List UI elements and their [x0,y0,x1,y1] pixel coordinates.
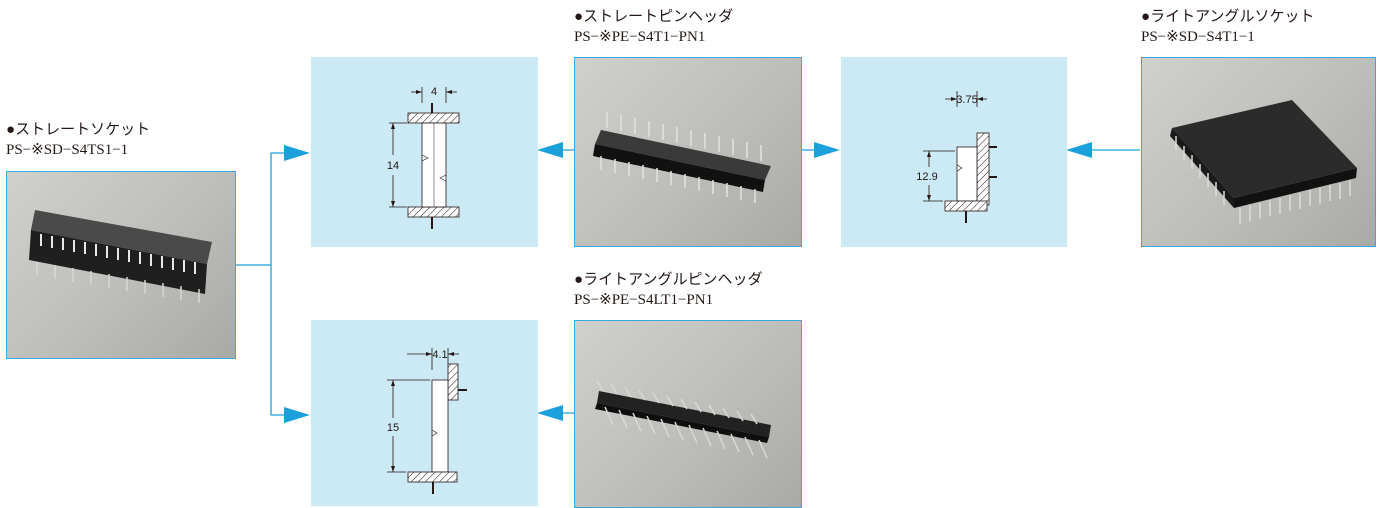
right-angle-socket-photo [1141,57,1376,247]
right-angle-socket-label: ●ライトアングルソケット PS−※SD−S4T1−1 [1141,9,1315,45]
right-angle-header-mated-width-dim: 4.1 [432,349,447,361]
straight-socket-photo [6,171,236,359]
right-angle-header-photo [574,320,802,508]
right-angle-header-mated-height-dim: 15 [387,422,399,434]
arrow-to-straight-mated [284,145,310,161]
arrow-from-right-angle-socket [1066,142,1092,158]
right-angle-socket-mated-height-dim: 12.9 [916,171,937,183]
right-angle-header-mated-drawing: 4.1 15 [311,320,538,506]
straight-mated-drawing: 4 14 [311,57,538,247]
arrow-from-right-angle-header [537,405,563,421]
straight-header-label: ●ストレートピンヘッダ PS−※PE−S4T1−PN1 [574,9,734,45]
right-angle-socket-mated-width-dim: 3.75 [956,94,977,106]
right-angle-header-label: ●ライトアングルピンヘッダ PS−※PE−S4LT1−PN1 [574,272,763,308]
arrow-from-straight-header [537,142,563,158]
straight-socket-label: ●ストレートソケット PS−※SD−S4TS1−1 [6,122,151,158]
straight-mated-width-dim: 4 [431,86,437,98]
straight-header-photo [574,57,802,247]
right-angle-socket-mated-drawing: 3.75 12.9 [841,57,1067,247]
arrow-to-right-angle-header-mated [284,407,310,423]
straight-mated-height-dim: 14 [387,160,399,172]
arrow-to-right-angle-socket-mated [814,142,840,158]
